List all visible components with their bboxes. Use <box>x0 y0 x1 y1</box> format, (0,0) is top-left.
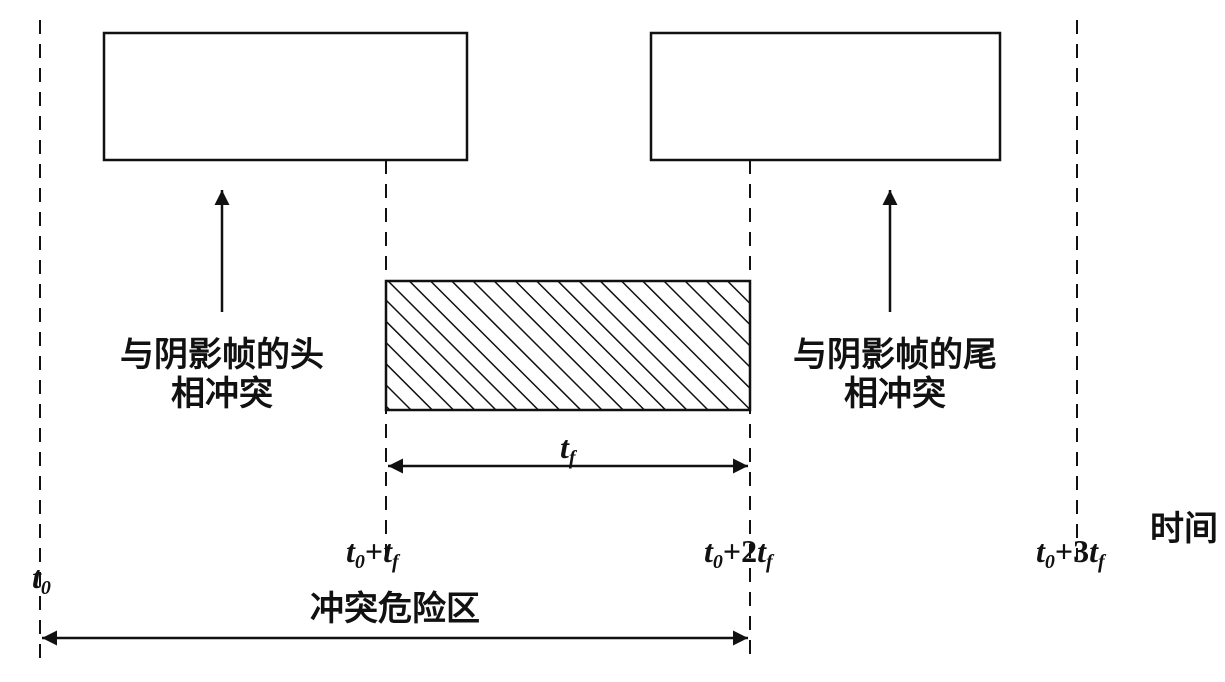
tail-conflict-label-1: 与阴影帧的尾 <box>793 335 997 375</box>
shadow-frame-head-box <box>102 31 469 162</box>
head-conflict-label-2: 相冲突 <box>171 374 273 414</box>
head-conflict-label-1: 与阴影帧的头 <box>120 335 324 375</box>
t0-label: t0 <box>32 559 51 599</box>
danger-zone-label: 冲突危险区 <box>310 589 480 629</box>
t0-plus-tf-label: t0+tf <box>346 533 401 573</box>
time-axis-label: 时间 <box>1150 509 1218 549</box>
hatched-frame <box>384 279 752 412</box>
t0-plus-2tf-label: t0+2tf <box>704 533 775 573</box>
shadow-frame-tail-box <box>649 31 1002 162</box>
t0-plus-3tf-label: t0+3tf <box>1036 533 1107 573</box>
tail-conflict-label-2: 相冲突 <box>844 374 946 414</box>
tf-label: tf <box>560 429 578 469</box>
